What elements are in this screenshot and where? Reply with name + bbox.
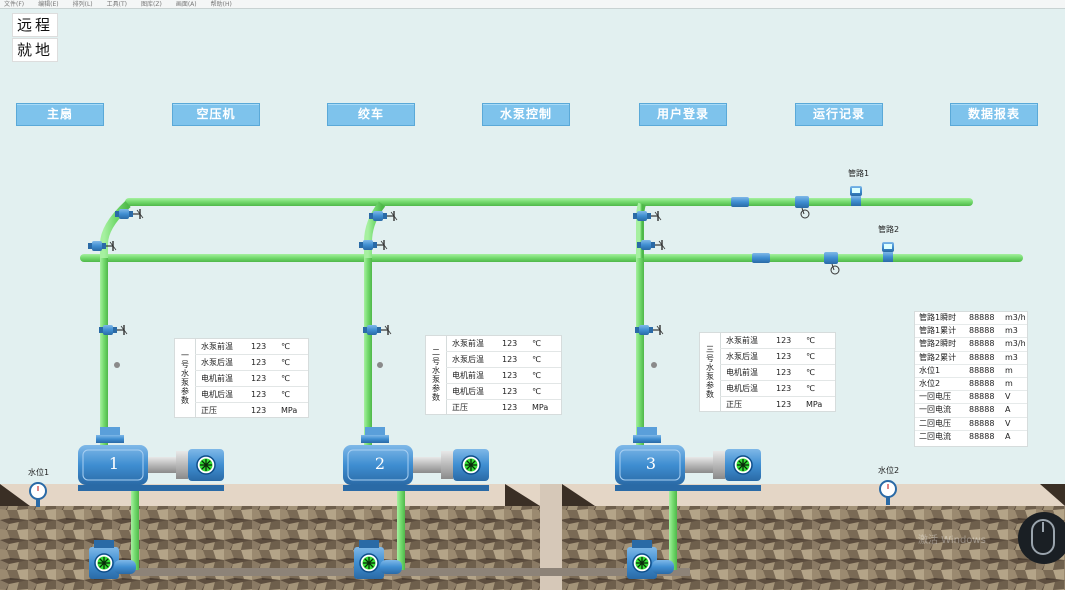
pit-divider-wall — [540, 484, 562, 590]
valve-icon[interactable] — [368, 210, 398, 222]
riser-pipe-2 — [364, 258, 372, 454]
pump-1-params-title: 一号水泵参数 — [175, 339, 196, 417]
mouse-widget-icon[interactable] — [1018, 512, 1065, 564]
menu-arrange[interactable]: 排列(L) — [72, 1, 93, 8]
main-pipe-1 — [125, 198, 973, 206]
pump-1-number: 1 — [108, 454, 120, 473]
menu-library[interactable]: 图库(Z) — [141, 1, 162, 8]
water-level-2-label: 水位2 — [878, 466, 900, 475]
menu-edit[interactable]: 编辑(E) — [38, 1, 59, 8]
valve-icon[interactable] — [632, 210, 662, 222]
pump-3-params-title: 三号水泵参数 — [700, 333, 721, 411]
valve-icon[interactable] — [362, 324, 392, 336]
valve-icon[interactable] — [98, 324, 128, 336]
riser-pipe-3 — [636, 258, 644, 454]
nav-data-report-button[interactable]: 数据报表 — [950, 103, 1038, 126]
menu-bar: 文件(F) 编辑(E) 排列(L) 工具(T) 图库(Z) 画面(A) 帮助(H… — [0, 0, 1065, 9]
nav-pump-control-button[interactable]: 水泵控制 — [482, 103, 570, 126]
flowmeter-icon — [882, 242, 894, 262]
pump-2-number: 2 — [374, 454, 386, 473]
pump-3-number: 3 — [645, 454, 657, 473]
nav-user-login-button[interactable]: 用户登录 — [639, 103, 727, 126]
nav-winch-button[interactable]: 绞车 — [327, 103, 415, 126]
menu-file[interactable]: 文件(F) — [4, 1, 25, 8]
pump-2-params-title: 二号水泵参数 — [426, 336, 447, 414]
flowmeter-icon — [850, 186, 862, 206]
nav-run-log-button[interactable]: 运行记录 — [795, 103, 883, 126]
pipe-2-label: 管路2 — [878, 225, 900, 234]
suction-header — [130, 568, 690, 576]
valve-icon[interactable] — [114, 208, 144, 220]
pump-2-icon[interactable] — [343, 427, 489, 491]
remote-mode-button[interactable]: 远程 — [12, 13, 58, 37]
valve-icon[interactable] — [358, 239, 388, 251]
butterfly-valve-icon[interactable] — [795, 196, 810, 219]
menu-screen[interactable]: 画面(A) — [175, 1, 197, 8]
valve-icon[interactable] — [636, 239, 666, 251]
pipe-flange — [752, 253, 770, 263]
nav-air-compressor-button[interactable]: 空压机 — [172, 103, 260, 126]
ground-surface — [0, 484, 1065, 506]
butterfly-valve-icon[interactable] — [824, 252, 840, 275]
riser-pipe-1 — [100, 258, 108, 454]
nav-main-fan-button[interactable]: 主扇 — [16, 103, 104, 126]
pipe-flange — [731, 197, 749, 207]
menu-tools[interactable]: 工具(T) — [106, 1, 128, 8]
local-mode-button[interactable]: 就地 — [12, 38, 58, 62]
pipe-1-label: 管路1 — [848, 169, 870, 178]
menu-help[interactable]: 帮助(H) — [210, 1, 232, 8]
valve-icon[interactable] — [634, 324, 664, 336]
water-level-1-label: 水位1 — [28, 468, 50, 477]
os-activation-watermark: 激活 Windows — [918, 535, 986, 546]
main-pipe-2 — [80, 254, 1023, 262]
